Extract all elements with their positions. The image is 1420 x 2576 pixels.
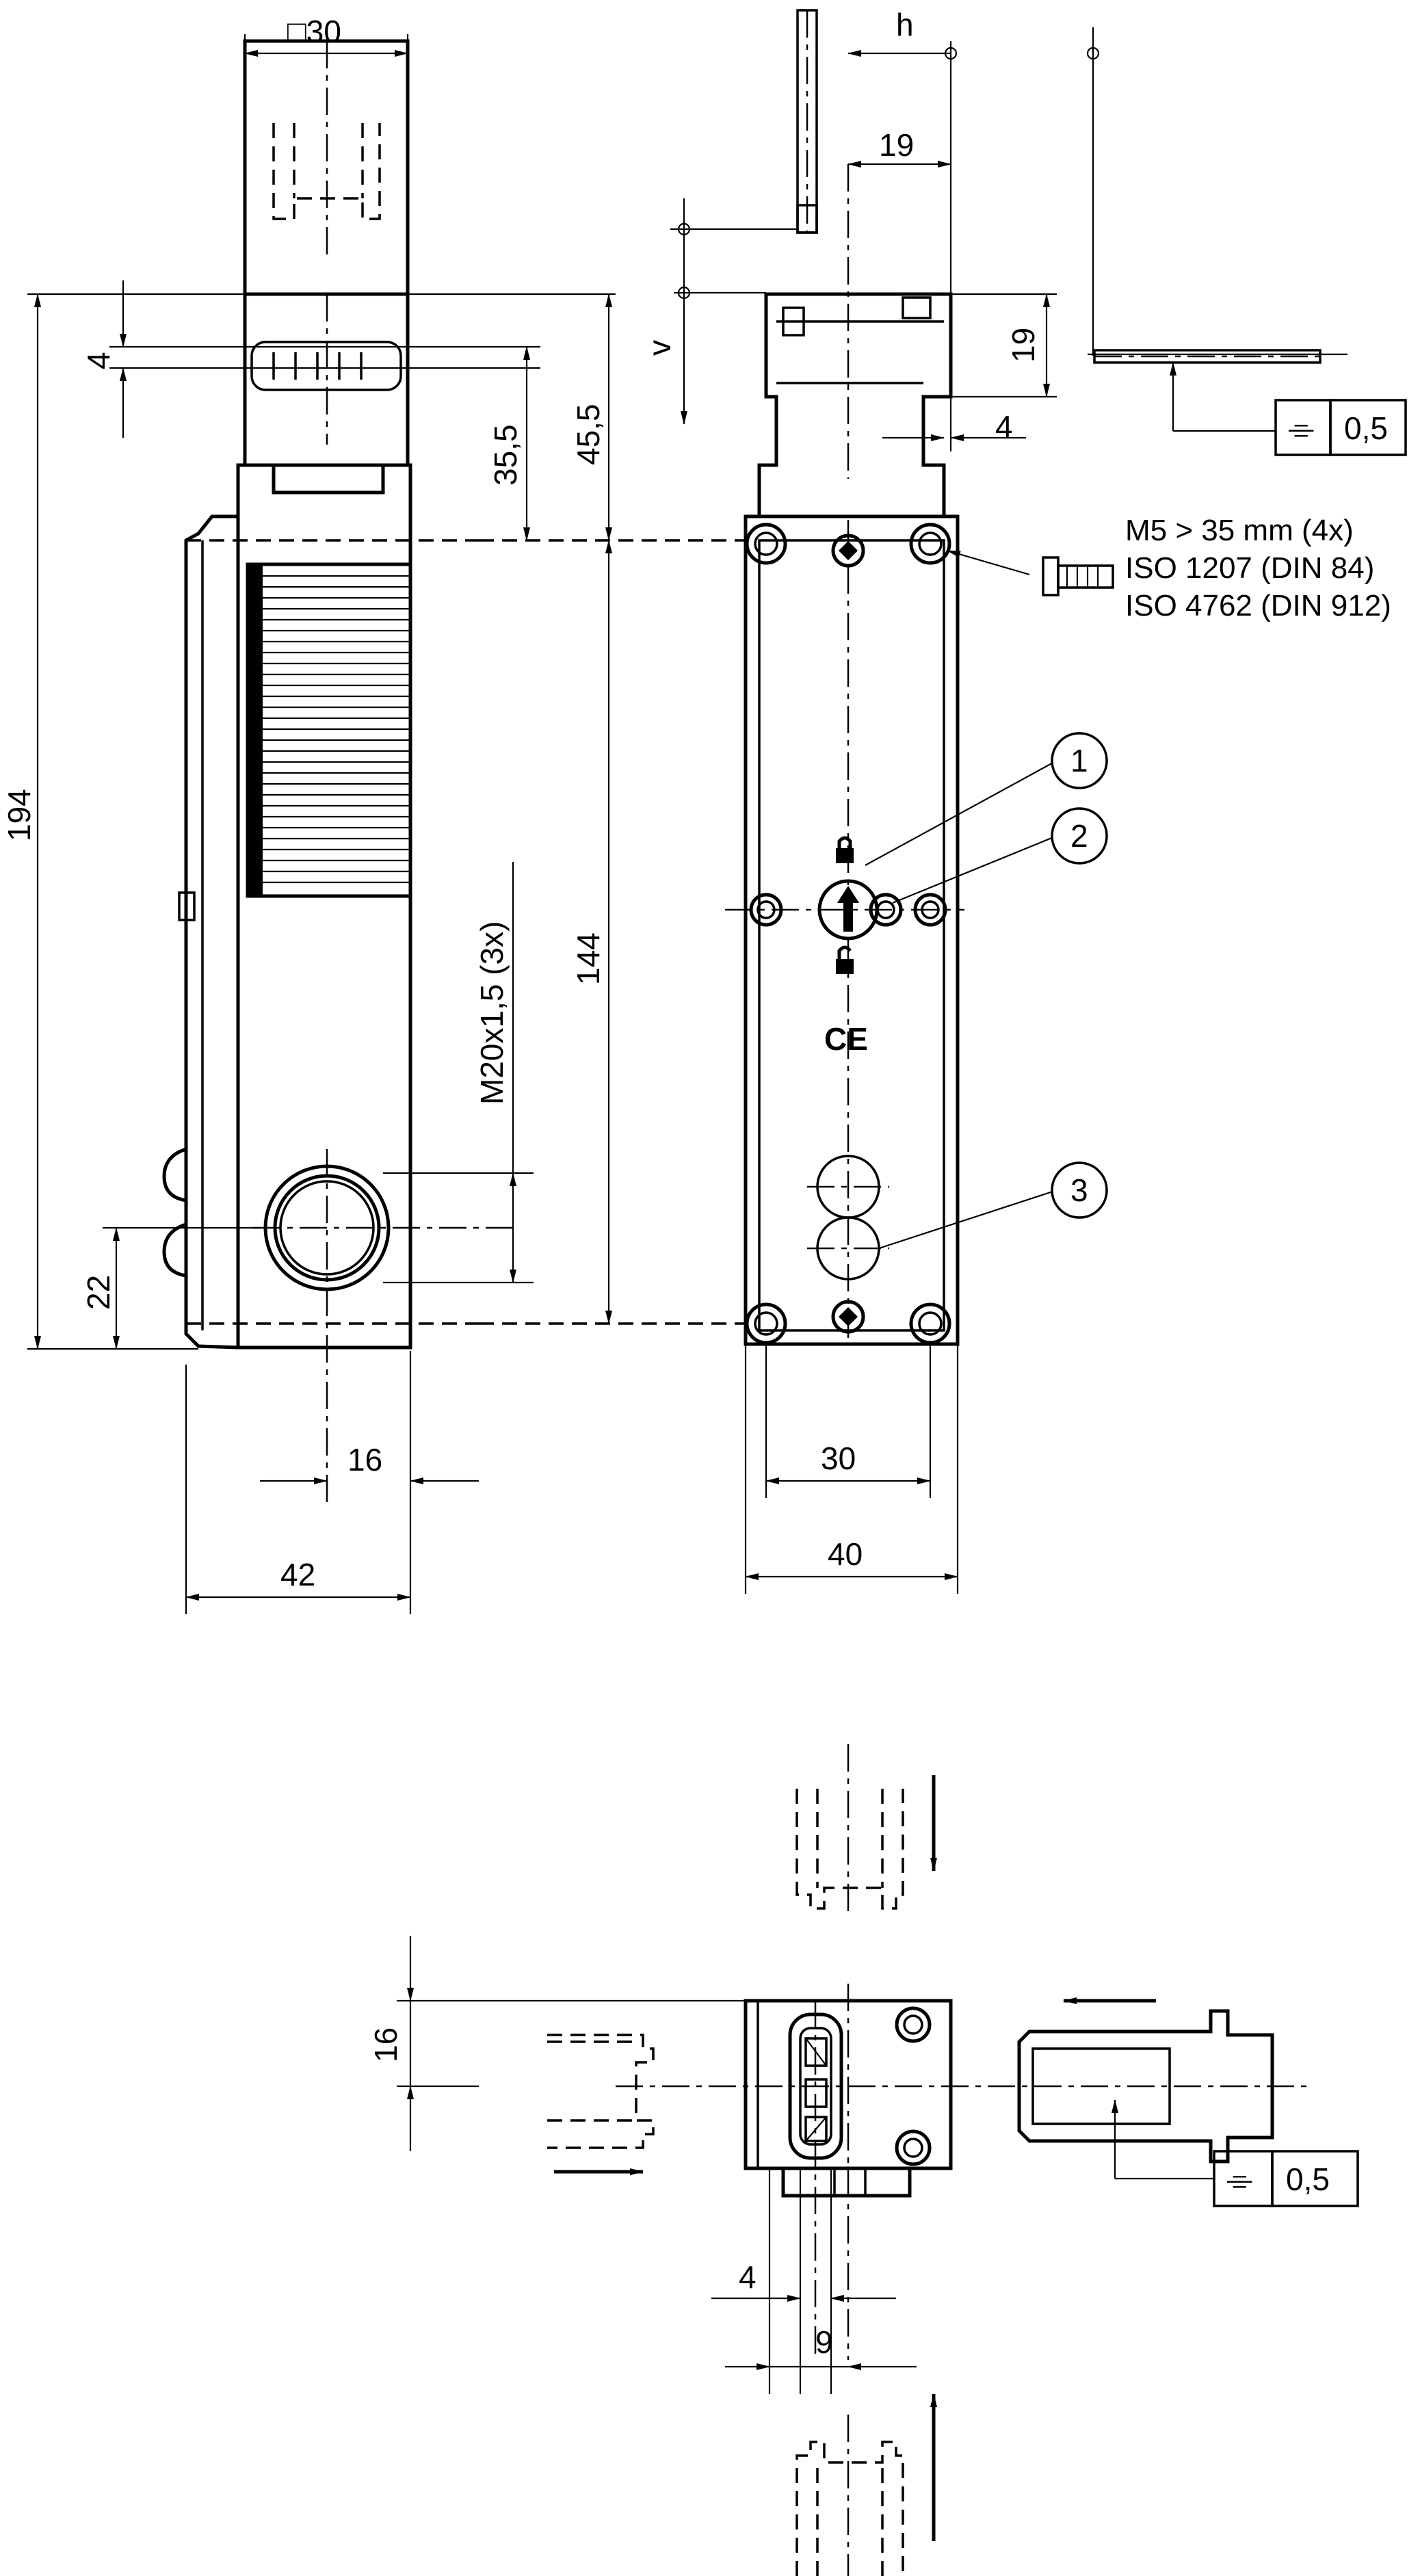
ce-marking: CE [824, 1021, 868, 1057]
rib-pattern [248, 564, 410, 896]
screw-note-line3: ISO 4762 (DIN 912) [1125, 589, 1391, 622]
dim-4-top: 4 [81, 352, 116, 369]
dim-4-side: 4 [995, 409, 1013, 445]
dim-v: v [642, 340, 677, 356]
tolerance-bottom-symbol: ⌯ [1226, 2161, 1252, 2198]
dim-16-lower: 16 [368, 2027, 404, 2062]
dim-35-5: 35,5 [488, 424, 523, 486]
dim-9: 9 [815, 2324, 833, 2360]
tolerance-bottom-value: 0,5 [1286, 2161, 1330, 2197]
dim-width-square: □30 [287, 14, 341, 49]
tolerance-top-symbol: ⌯ [1288, 410, 1314, 447]
dim-16-front: 16 [347, 1442, 382, 1477]
dim-19-v: 19 [1005, 328, 1041, 363]
top-view-dimensions: 16 4 9 [368, 1936, 917, 2394]
dim-19-h: 19 [879, 127, 914, 163]
dim-194: 194 [1, 789, 37, 841]
arrow-up-icon [837, 886, 859, 932]
dim-4-lower: 4 [739, 2259, 757, 2295]
dim-40: 40 [828, 1536, 863, 1572]
dim-h: h [896, 7, 914, 42]
dim-thread: M20x1,5 (3x) [474, 921, 510, 1105]
front-dimensions: □30 4 194 35,5 45,5 144 M20x1,5 (3x) 22 [1, 14, 616, 1614]
dim-22: 22 [81, 1275, 116, 1310]
dim-45-5: 45,5 [570, 404, 606, 465]
dim-42: 42 [280, 1557, 315, 1592]
screw-icon [1042, 556, 1114, 596]
side-view: CE [479, 9, 964, 1346]
flatness-detail-top: ⌯ 0,5 [1086, 27, 1407, 456]
callout-1: 1 [1070, 743, 1088, 778]
callout-2: 2 [1070, 818, 1088, 854]
lock-open-icon [836, 945, 854, 974]
screw-note-line1: M5 > 35 mm (4x) [1125, 514, 1354, 547]
front-view [162, 39, 520, 1505]
screw-note-line2: ISO 1207 (DIN 84) [1125, 551, 1374, 585]
side-dimensions: h 19 v 19 4 30 40 1 [642, 7, 1391, 1594]
dim-30: 30 [821, 1441, 856, 1476]
callout-3: 3 [1070, 1172, 1088, 1208]
lock-closed-icon [836, 836, 854, 863]
top-view: ⌯ 0,5 [547, 1744, 1359, 2576]
tolerance-top-value: 0,5 [1344, 410, 1388, 446]
dim-144: 144 [570, 932, 606, 985]
